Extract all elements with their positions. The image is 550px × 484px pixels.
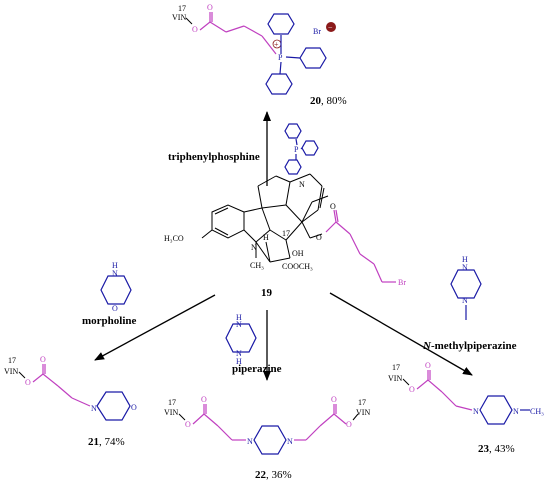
svg-text:N: N [236, 320, 242, 329]
product-22-structure: 17 VIN O O N N O O 17 VIN [164, 395, 370, 455]
svg-text:17: 17 [168, 398, 176, 407]
reagent-label-n-methylpiperazine: N-methylpiperazine [422, 340, 517, 352]
svg-text:VIN: VIN [4, 367, 18, 376]
morpholine-structure: H N O [100, 261, 132, 313]
svg-text:COOCH₃: COOCH₃ [282, 262, 313, 271]
compound-number-19: 19 [261, 287, 273, 299]
svg-text:H: H [112, 261, 118, 270]
reagent-label-triphenylphosphine: triphenylphosphine [168, 151, 260, 163]
svg-text:VIN: VIN [388, 374, 402, 383]
svg-text:17: 17 [358, 398, 366, 407]
compound-19-structure: H₃CO N CH₃ H N 17 OH COOCH₃ O O Br [164, 173, 406, 287]
svg-text:H: H [236, 357, 242, 366]
svg-text:O: O [316, 233, 322, 242]
svg-text:N: N [236, 349, 242, 358]
svg-text:N: N [287, 437, 293, 446]
svg-text:O: O [207, 3, 213, 12]
svg-text:17: 17 [392, 363, 400, 372]
triphenylphosphine-structure: P [284, 123, 319, 175]
svg-text:H: H [263, 233, 269, 242]
svg-text:H: H [236, 313, 242, 322]
arrow-to-23 [329, 292, 473, 376]
svg-text:N: N [462, 296, 468, 305]
svg-text:O: O [185, 420, 191, 429]
svg-text:N: N [299, 180, 305, 189]
svg-text:17: 17 [178, 4, 186, 13]
piperazine-structure: H N N H [225, 313, 257, 366]
svg-text:O: O [346, 420, 352, 429]
svg-text:Br: Br [398, 278, 406, 287]
product-23-structure: 17 VIN O O N N CH₃ [388, 361, 544, 425]
svg-text:O: O [25, 378, 31, 387]
svg-text:P: P [278, 53, 283, 62]
svg-text:O: O [40, 355, 46, 364]
product-20-structure: 17 VIN O O P + Br − [172, 3, 336, 95]
svg-text:H₃CO: H₃CO [164, 234, 184, 243]
svg-text:O: O [201, 395, 207, 404]
svg-text:CH₃: CH₃ [530, 407, 544, 416]
svg-text:N: N [462, 263, 468, 272]
svg-text:OH: OH [292, 249, 304, 258]
product-label-23: 23, 43% [478, 443, 515, 455]
svg-text:N: N [247, 437, 253, 446]
product-label-20: 20, 80% [310, 95, 347, 107]
svg-text:N: N [251, 243, 257, 252]
svg-text:N: N [513, 407, 519, 416]
svg-text:N: N [91, 404, 97, 413]
svg-text:VIN: VIN [172, 13, 186, 22]
product-label-22: 22, 36% [255, 469, 292, 481]
svg-text:O: O [131, 403, 137, 412]
arrow-to-21 [94, 294, 216, 361]
svg-text:P: P [294, 145, 299, 154]
svg-text:CH₃: CH₃ [250, 261, 264, 270]
svg-text:O: O [112, 304, 118, 313]
reagent-label-morpholine: morpholine [82, 315, 137, 327]
svg-text:H: H [462, 255, 468, 264]
svg-text:O: O [425, 361, 431, 370]
svg-text:17: 17 [282, 229, 290, 238]
svg-text:VIN: VIN [356, 408, 370, 417]
svg-text:N: N [473, 407, 479, 416]
svg-text:O: O [331, 395, 337, 404]
n-methylpiperazine-structure: H N N [450, 255, 482, 320]
reagent-label-piperazine: piperazine [232, 363, 282, 375]
svg-text:17: 17 [8, 356, 16, 365]
svg-text:Br: Br [313, 27, 321, 36]
product-21-structure: 17 VIN O O N O [4, 355, 137, 421]
svg-text:+: + [274, 40, 279, 49]
svg-text:O: O [192, 25, 198, 34]
product-label-21: 21, 74% [88, 436, 125, 448]
svg-text:−: − [328, 23, 333, 32]
svg-text:VIN: VIN [164, 408, 178, 417]
svg-text:O: O [330, 202, 336, 211]
svg-text:N: N [112, 269, 118, 278]
svg-text:O: O [409, 385, 415, 394]
